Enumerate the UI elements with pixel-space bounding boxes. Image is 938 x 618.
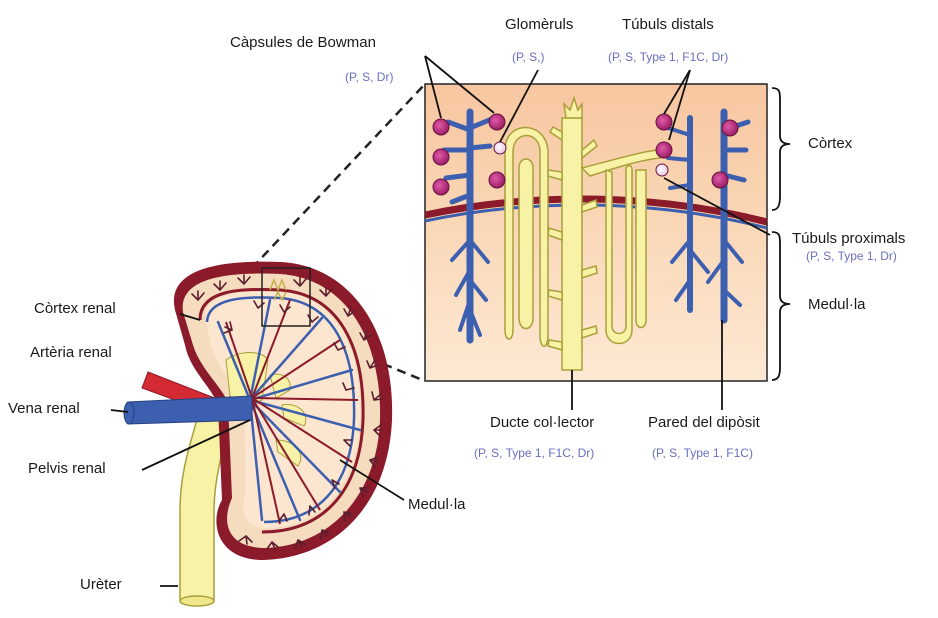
label-tubuls-distals: Túbuls distals [622, 16, 714, 34]
label-bowman-sub: (P, S, Dr) [345, 70, 393, 85]
label-pelvis-renal: Pelvis renal [28, 460, 106, 478]
label-medulla-kidney: Medul·la [408, 496, 466, 514]
zoom-box [425, 84, 767, 381]
label-pared: Pared del dipòsit [648, 414, 760, 432]
label-arteria-renal: Artèria renal [30, 344, 112, 362]
label-cortex: Còrtex [808, 135, 852, 153]
braces [772, 88, 790, 380]
label-medulla-zoom: Medul·la [808, 296, 866, 314]
label-cortex-renal: Còrtex renal [34, 300, 116, 318]
label-glomeruls-sub: (P, S,) [512, 50, 544, 65]
label-vena-renal: Vena renal [8, 400, 80, 418]
label-ureter: Urèter [80, 576, 122, 594]
label-glomeruls: Glomèruls [505, 16, 573, 34]
zoom-loop-left [505, 128, 548, 347]
label-tubuls-proximals-sub: (P, S, Type 1, Dr) [806, 249, 897, 264]
label-tubuls-distals-sub: (P, S, Type 1, F1C, Dr) [608, 50, 728, 65]
label-tubuls-proximals: Túbuls proximals [792, 230, 905, 248]
label-ducte: Ducte col·lector [490, 414, 594, 432]
label-pared-sub: (P, S, Type 1, F1C) [652, 446, 753, 461]
label-bowman: Càpsules de Bowman [230, 34, 376, 52]
label-ducte-sub: (P, S, Type 1, F1C, Dr) [474, 446, 594, 461]
kidney [124, 262, 392, 606]
